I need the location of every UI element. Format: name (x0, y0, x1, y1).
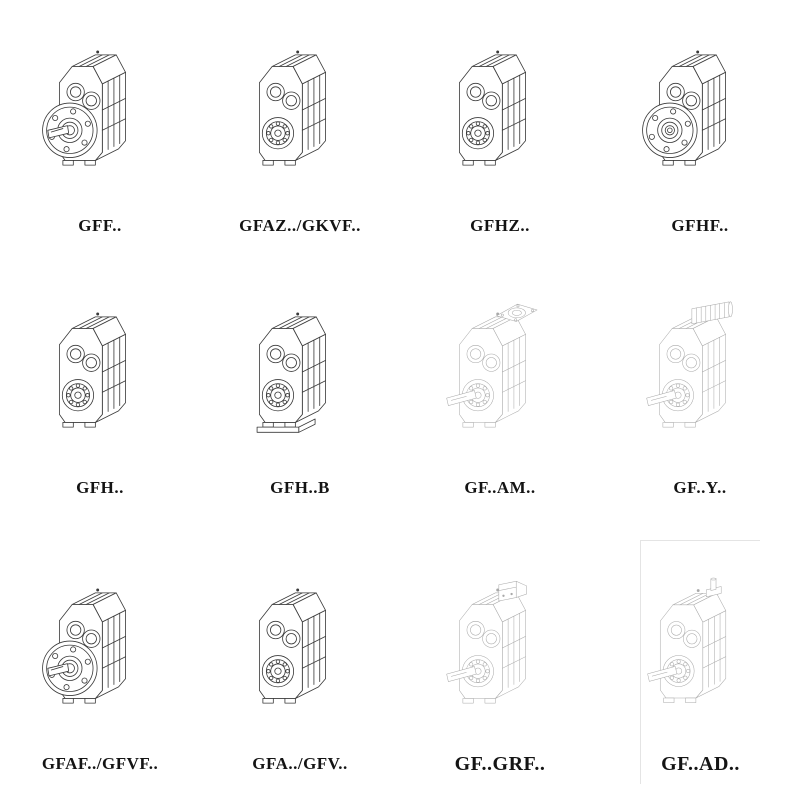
catalog-cell-gfhf: GFHF.. (640, 16, 760, 246)
drawing-area (643, 544, 758, 752)
catalog-cell-gff: GFF.. (40, 16, 160, 246)
model-label: GF..Y.. (673, 478, 727, 497)
catalog-cell-gf-grf: GF..GRF.. (440, 540, 560, 784)
drawing-area (42, 6, 158, 214)
catalog-cell-gfaf-gfvf: GFAF../GFVF.. (40, 540, 160, 784)
drawing-area (442, 6, 558, 214)
drawing-area (242, 268, 358, 476)
drawing-area (642, 268, 758, 476)
model-label: GFH.. (76, 478, 124, 497)
drawing-area (42, 268, 158, 476)
gearbox-with-input-shaft-icon (647, 577, 727, 703)
catalog-cell-gf-am: GF..AM.. (440, 278, 560, 508)
catalog-cell-gfh-b: GFH..B (240, 278, 360, 508)
catalog-cell-gfh: GFH.. (40, 278, 160, 508)
hollow-shaft-gearbox-icon (259, 588, 326, 704)
drawing-area (442, 268, 558, 476)
model-label: GF..AD.. (661, 753, 740, 775)
drawing-area (242, 544, 358, 752)
catalog-cell-gfa-gfv: GFA../GFV.. (240, 540, 360, 784)
hollow-shaft-gearbox-icon (59, 312, 126, 428)
model-label: GFHF.. (671, 216, 729, 235)
catalog-cell-gf-ad: GF..AD.. (640, 540, 760, 784)
model-label: GFA../GFV.. (252, 754, 348, 773)
foot-mounted-gearbox-icon (256, 312, 326, 433)
gearbox-with-motor-flange-icon (446, 303, 538, 428)
drawing-area (442, 544, 558, 752)
drawing-area (642, 6, 758, 214)
flange-hollow-gearbox-icon (642, 50, 726, 166)
catalog-cell-gfhz: GFHZ.. (440, 16, 560, 246)
catalog-cell-gf-y: GF..Y.. (640, 278, 760, 508)
gearbox-with-motor-icon (646, 301, 733, 428)
flange-output-gearbox-icon (42, 588, 126, 704)
model-label: GF..AM.. (464, 478, 536, 497)
model-label: GFAF../GFVF.. (41, 754, 159, 773)
hollow-shaft-gearbox-icon (259, 50, 326, 166)
gearbox-with-adapter-icon (446, 581, 527, 704)
model-label: GFAZ../GKVF.. (239, 216, 361, 235)
catalog-cell-gfaz-gkvf: GFAZ../GKVF.. (239, 16, 361, 246)
model-label: GF..GRF.. (454, 753, 546, 775)
model-label: GFH..B (270, 478, 330, 497)
model-label: GFF.. (78, 216, 122, 235)
drawing-area (42, 544, 158, 752)
flange-output-gearbox-icon (42, 50, 126, 166)
model-label: GFHZ.. (470, 216, 530, 235)
drawing-area (242, 6, 358, 214)
hollow-shaft-gearbox-icon (459, 50, 526, 166)
